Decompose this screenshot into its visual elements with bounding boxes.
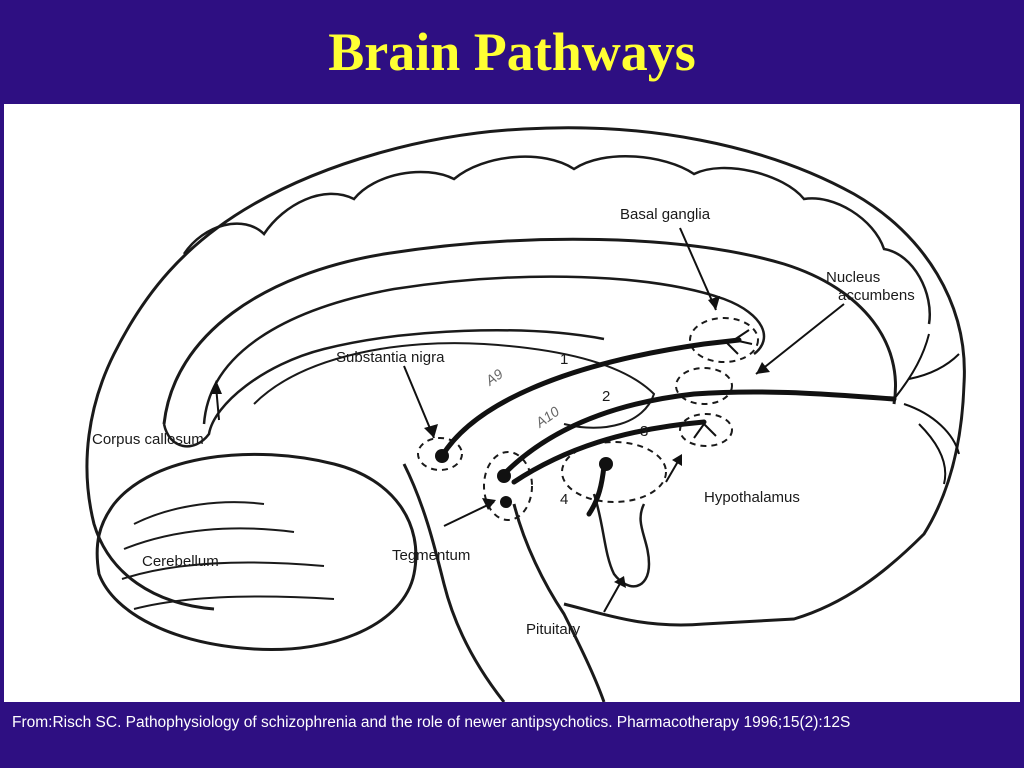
pituitary-stalk [592, 493, 651, 588]
label-hypothalamus: Hypothalamus [704, 489, 800, 506]
citation: From:Risch SC. Pathophysiology of schizo… [12, 714, 851, 731]
slide-title: Brain Pathways [328, 22, 696, 82]
pituitary-arrow [603, 579, 623, 613]
tegmentum-arrowhead [482, 498, 496, 510]
basal-ganglia-arrowhead [708, 296, 720, 310]
hypothalamus-circle [561, 441, 667, 503]
brain-diagram: Basal ganglia Nucleus accumbens Substant… [4, 104, 1020, 702]
basal-ganglia-circle [689, 317, 759, 363]
brainstem-rear [512, 503, 606, 702]
basal-ganglia-arrow [679, 227, 717, 311]
tegmentum-dot-lower [500, 496, 512, 508]
basal-ganglia-branches [725, 329, 753, 355]
handwritten-a10: A10 [532, 403, 563, 431]
lateral-ventricle [253, 342, 656, 429]
hypothalamus-arrowhead [672, 454, 682, 466]
pathway-number-3: 3 [640, 423, 648, 440]
nucleus-accumbens-branches [893, 333, 960, 485]
corpus-callosum-inner [202, 275, 766, 425]
nucleus-accumbens-arrow [755, 303, 845, 375]
label-cerebellum: Cerebellum [142, 553, 219, 570]
label-pituitary: Pituitary [526, 621, 581, 638]
tegmentum-circle [483, 451, 533, 521]
pathway-1-nigrostriatal [439, 337, 742, 459]
brainstem [402, 463, 506, 702]
pituitary-arrowhead [614, 576, 626, 588]
substantia-nigra-circle [417, 437, 463, 471]
olfactory-circle [679, 413, 733, 447]
corpus-callosum-arrowhead [210, 380, 222, 394]
hypothalamus-dot [599, 457, 613, 471]
pathway-number-1: 1 [560, 351, 568, 368]
pathway-3-mesocortical [511, 419, 707, 485]
brain-outline [85, 126, 966, 627]
pathway-number-4: 4 [560, 491, 568, 508]
substantia-nigra-arrow [403, 365, 435, 439]
nucleus-accumbens-circle [675, 367, 733, 405]
nucleus-accumbens-arrowhead [756, 362, 770, 374]
label-nucleus-accumbens-2: accumbens [838, 287, 915, 304]
label-tegmentum: Tegmentum [392, 547, 470, 564]
label-substantia-nigra: Substantia nigra [336, 349, 445, 366]
tegmentum-dot [497, 469, 511, 483]
olfactory-branches [693, 423, 717, 439]
label-corpus-callosum: Corpus callosum [92, 431, 204, 448]
tegmentum-arrow [443, 501, 495, 527]
substantia-nigra-arrowhead [424, 424, 438, 438]
pathway-2-mesolimbic [501, 389, 897, 477]
label-basal-ganglia: Basal ganglia [620, 206, 711, 223]
cortex-gyri [182, 155, 932, 325]
substantia-nigra-dot [435, 449, 449, 463]
pathway-number-2: 2 [602, 388, 610, 405]
handwritten-a9: A9 [482, 365, 506, 389]
cerebellum-folia [121, 501, 335, 610]
label-nucleus-accumbens-1: Nucleus [826, 269, 880, 286]
cerebellum-shape [95, 452, 418, 652]
corpus-callosum-outer [162, 237, 897, 425]
corpus-callosum-fold [162, 329, 605, 448]
